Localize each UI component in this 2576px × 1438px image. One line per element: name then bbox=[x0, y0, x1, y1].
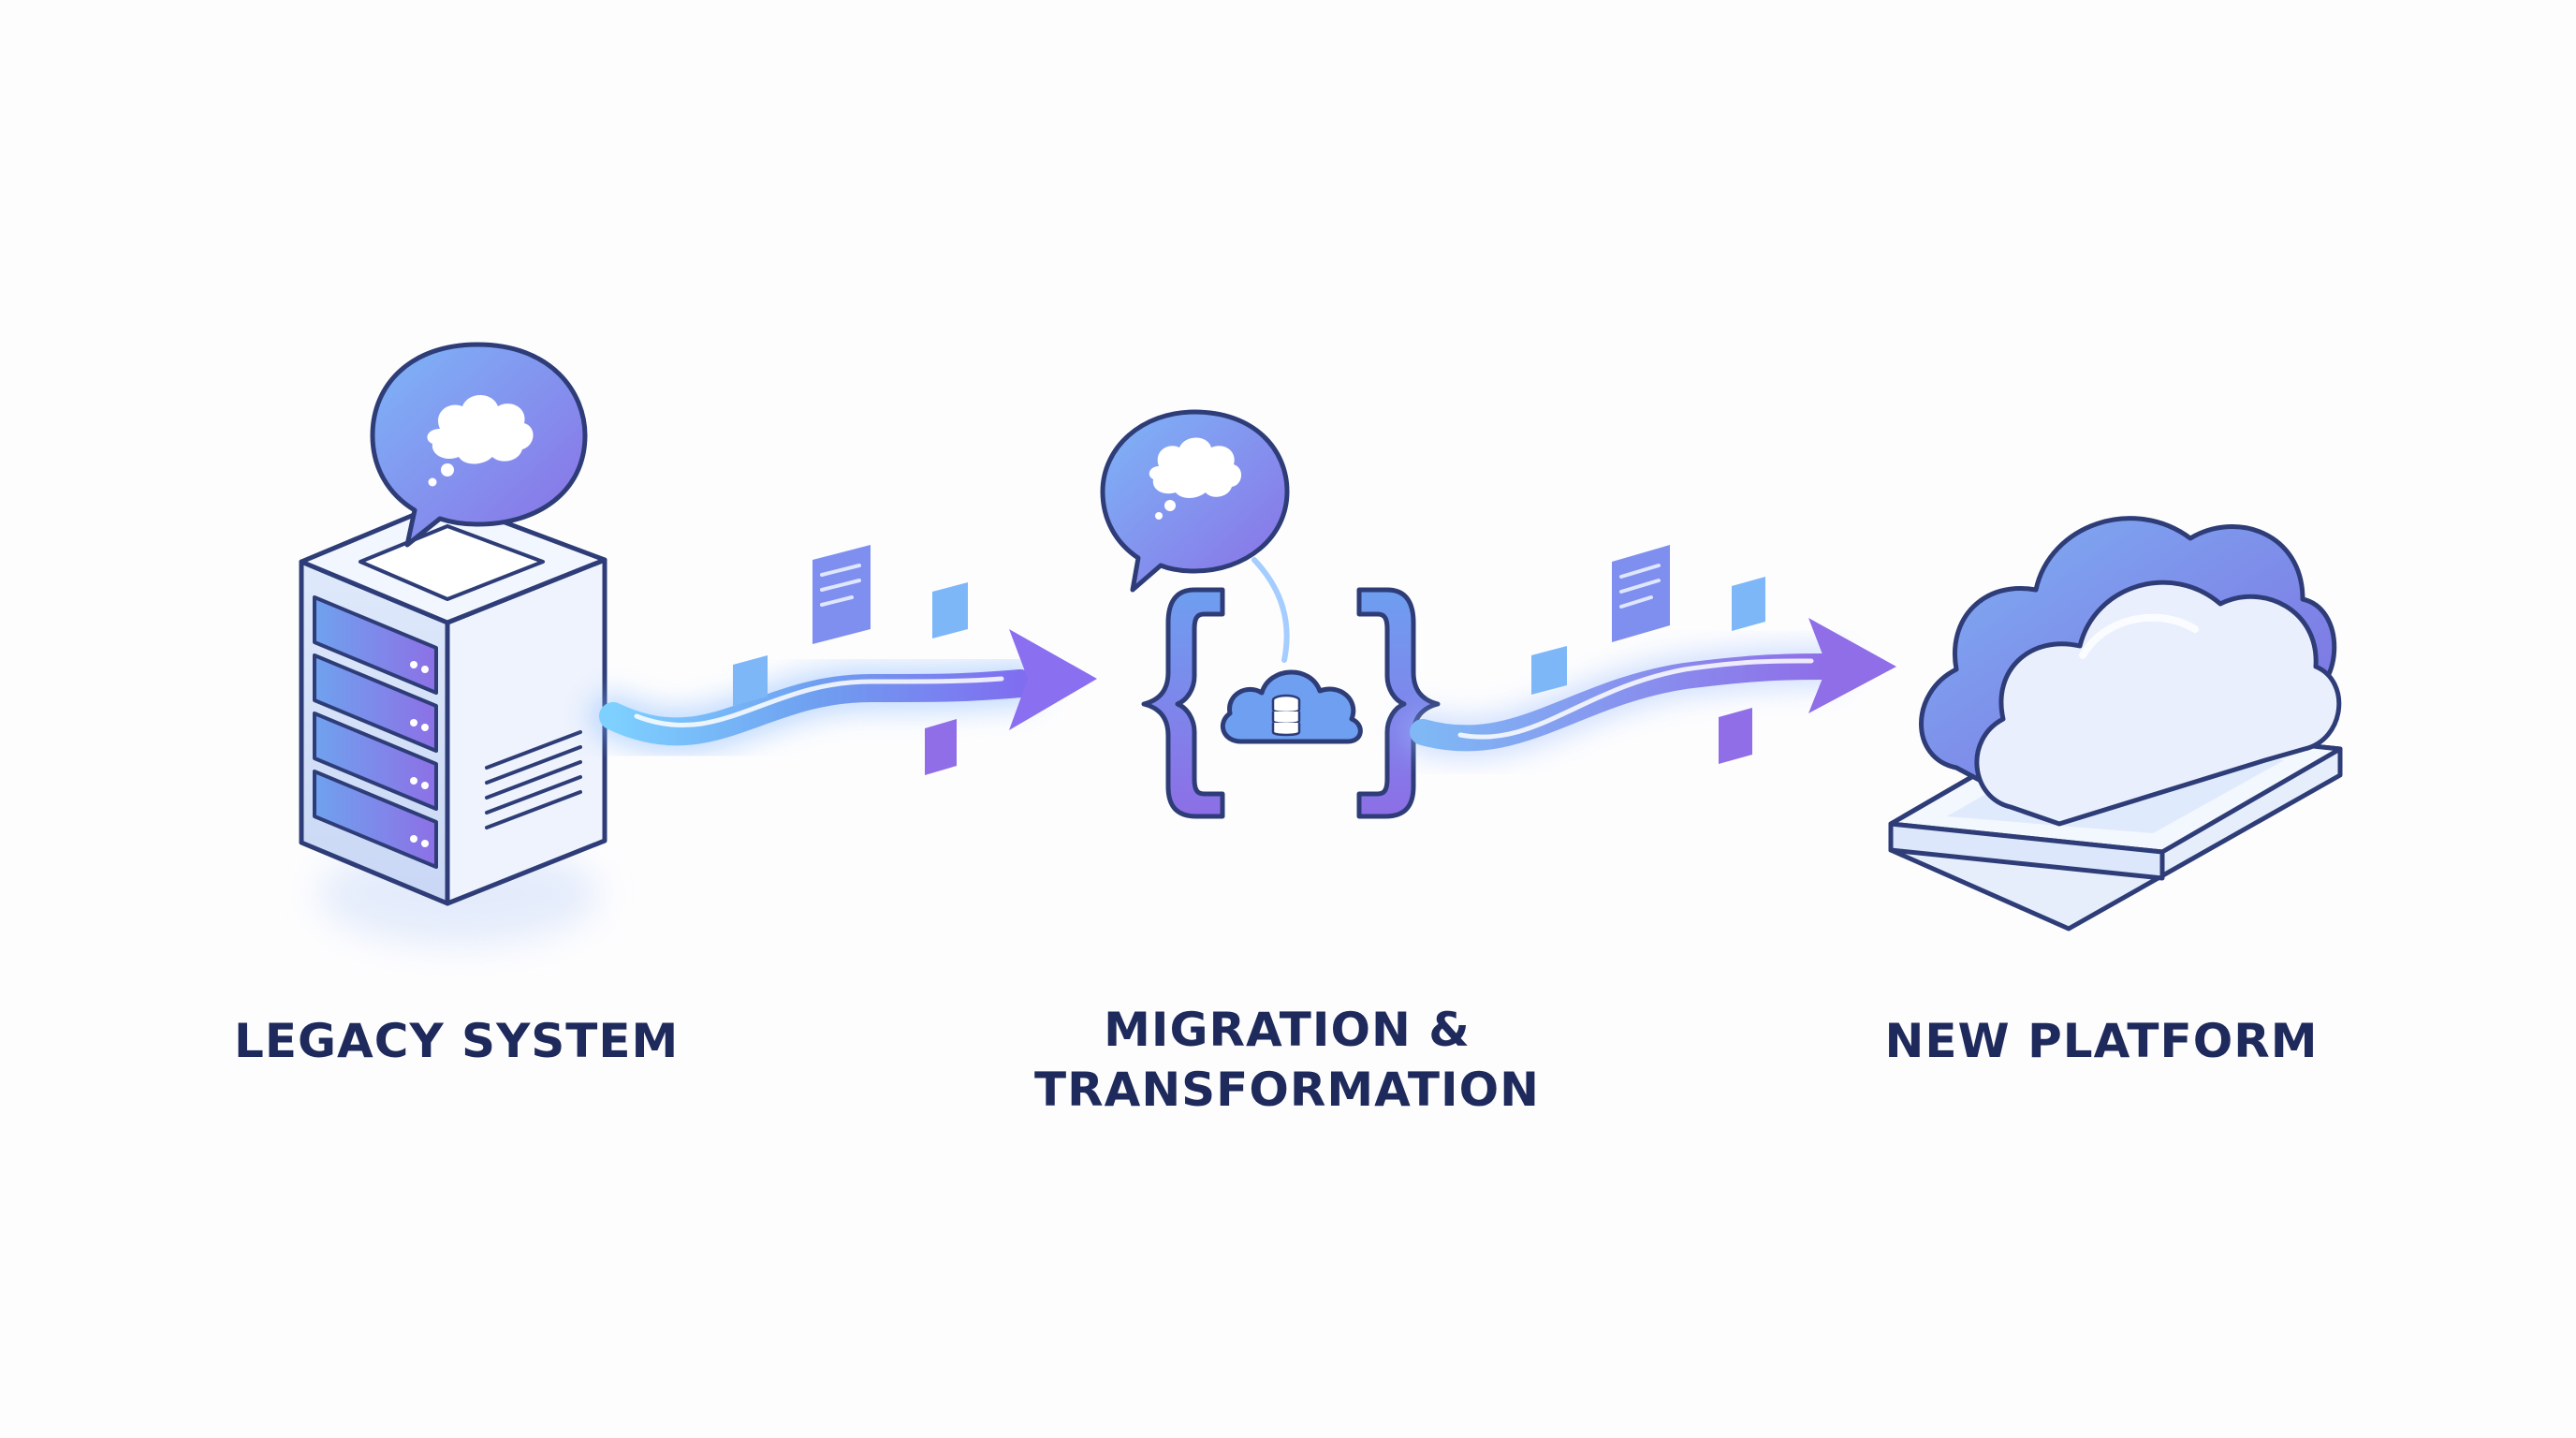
cloud-platform-icon bbox=[1888, 516, 2343, 932]
server-rack-icon bbox=[299, 498, 607, 946]
stage-label-migration: MIGRATION & TRANSFORMATION bbox=[1034, 1003, 1540, 1117]
cloud-database-icon bbox=[1220, 669, 1363, 744]
stage-label-legacy: LEGACY SYSTEM bbox=[234, 1014, 680, 1068]
code-braces-icon bbox=[1141, 587, 1441, 819]
data-flow-arrow-1 bbox=[590, 629, 1097, 756]
data-packet-icon bbox=[733, 545, 968, 775]
thought-bubble-icon bbox=[1100, 409, 1290, 663]
data-packet-icon bbox=[1531, 545, 1765, 764]
data-flow-arrow-2 bbox=[1401, 618, 1896, 760]
stage-label-new: NEW PLATFORM bbox=[1884, 1014, 2319, 1068]
thought-bubble-icon bbox=[370, 342, 588, 548]
